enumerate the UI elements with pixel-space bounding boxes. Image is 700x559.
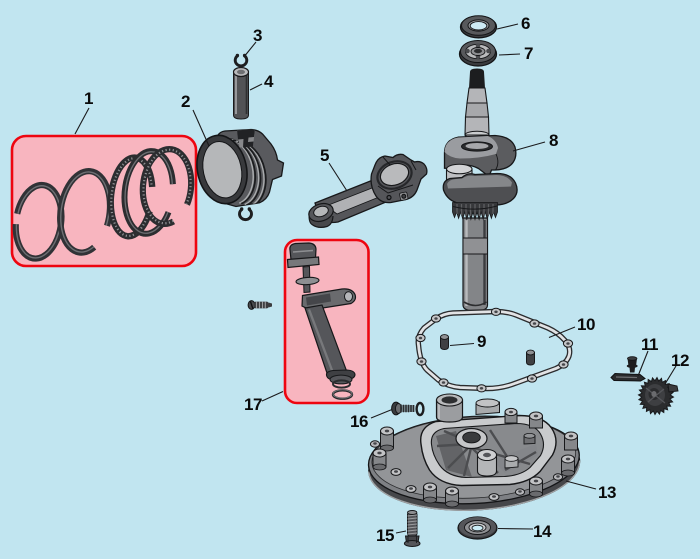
svg-text:11: 11 [641, 335, 658, 354]
svg-text:15: 15 [376, 526, 394, 545]
svg-text:8: 8 [549, 131, 558, 150]
svg-text:10: 10 [577, 315, 595, 334]
svg-text:3: 3 [253, 26, 262, 45]
svg-text:13: 13 [598, 483, 616, 502]
svg-text:1: 1 [84, 89, 93, 108]
svg-text:16: 16 [350, 412, 368, 431]
svg-text:17: 17 [244, 395, 262, 414]
svg-text:6: 6 [521, 14, 530, 33]
svg-text:4: 4 [264, 72, 274, 91]
svg-text:14: 14 [533, 522, 552, 541]
svg-text:7: 7 [524, 44, 533, 63]
svg-text:12: 12 [671, 351, 689, 370]
svg-text:9: 9 [477, 332, 486, 351]
svg-text:2: 2 [181, 92, 190, 111]
svg-text:5: 5 [320, 146, 329, 165]
